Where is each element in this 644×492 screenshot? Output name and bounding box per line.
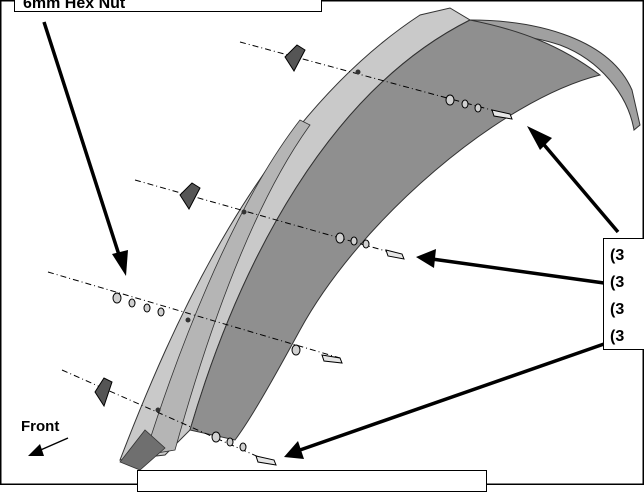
arrowhead bbox=[284, 441, 304, 459]
washer bbox=[362, 239, 370, 249]
washer bbox=[226, 437, 234, 447]
washer bbox=[143, 303, 151, 313]
hardware-callout-box: (3 (3 (3 (3 bbox=[603, 238, 644, 350]
bolt bbox=[255, 455, 277, 466]
fender-hole bbox=[185, 317, 191, 323]
arrowhead bbox=[112, 250, 128, 276]
nut-leader-arrow bbox=[42, 21, 122, 259]
washer bbox=[335, 232, 345, 244]
bolt bbox=[385, 249, 405, 260]
washer bbox=[239, 442, 247, 452]
fender-front-tip bbox=[119, 429, 166, 471]
hardware-leader-arrow-2 bbox=[431, 257, 605, 285]
washer bbox=[291, 344, 301, 356]
hardware-line-3: (3 bbox=[610, 301, 625, 318]
fender-holes bbox=[155, 69, 361, 413]
washer bbox=[474, 103, 482, 113]
front-label: Front bbox=[21, 418, 60, 435]
arrowhead bbox=[28, 444, 44, 456]
nut-plate-2 bbox=[179, 182, 201, 210]
washer bbox=[350, 236, 358, 246]
washers bbox=[112, 94, 482, 452]
arrowheads bbox=[28, 126, 552, 459]
hardware-line-4: (3 bbox=[610, 328, 625, 345]
arrowhead bbox=[416, 249, 436, 268]
fender-face bbox=[189, 19, 602, 441]
bolt bbox=[491, 109, 513, 120]
axis-4 bbox=[61, 369, 271, 463]
bolts bbox=[255, 109, 513, 466]
nut-plate-3 bbox=[94, 377, 113, 408]
washer bbox=[128, 298, 136, 308]
bottom-callout-box bbox=[137, 470, 487, 492]
nut-callout-box: 6mm Hex Nut bbox=[14, 0, 322, 12]
fender-hole bbox=[155, 407, 161, 413]
nut-plate-1 bbox=[284, 44, 306, 72]
washer bbox=[461, 99, 469, 109]
arrowhead bbox=[527, 126, 552, 150]
washer bbox=[211, 431, 221, 443]
washer bbox=[445, 94, 455, 106]
nut-callout-label: 6mm Hex Nut bbox=[23, 0, 126, 12]
hardware-line-1: (3 bbox=[610, 247, 625, 264]
nut-plates bbox=[94, 44, 306, 408]
washer bbox=[112, 292, 122, 304]
hardware-line-2: (3 bbox=[610, 274, 625, 291]
fender-hole bbox=[241, 209, 247, 215]
bolt-axes bbox=[47, 41, 511, 463]
bolt bbox=[321, 354, 343, 364]
fender-hole bbox=[355, 69, 361, 75]
washer bbox=[157, 307, 165, 317]
axis-3 bbox=[47, 271, 341, 359]
fender-flange bbox=[144, 119, 311, 456]
leader-arrows bbox=[35, 21, 620, 453]
hardware-leader-arrow-1 bbox=[538, 138, 620, 234]
axis-1 bbox=[239, 41, 511, 116]
hardware-leader-arrow-3 bbox=[299, 342, 605, 452]
